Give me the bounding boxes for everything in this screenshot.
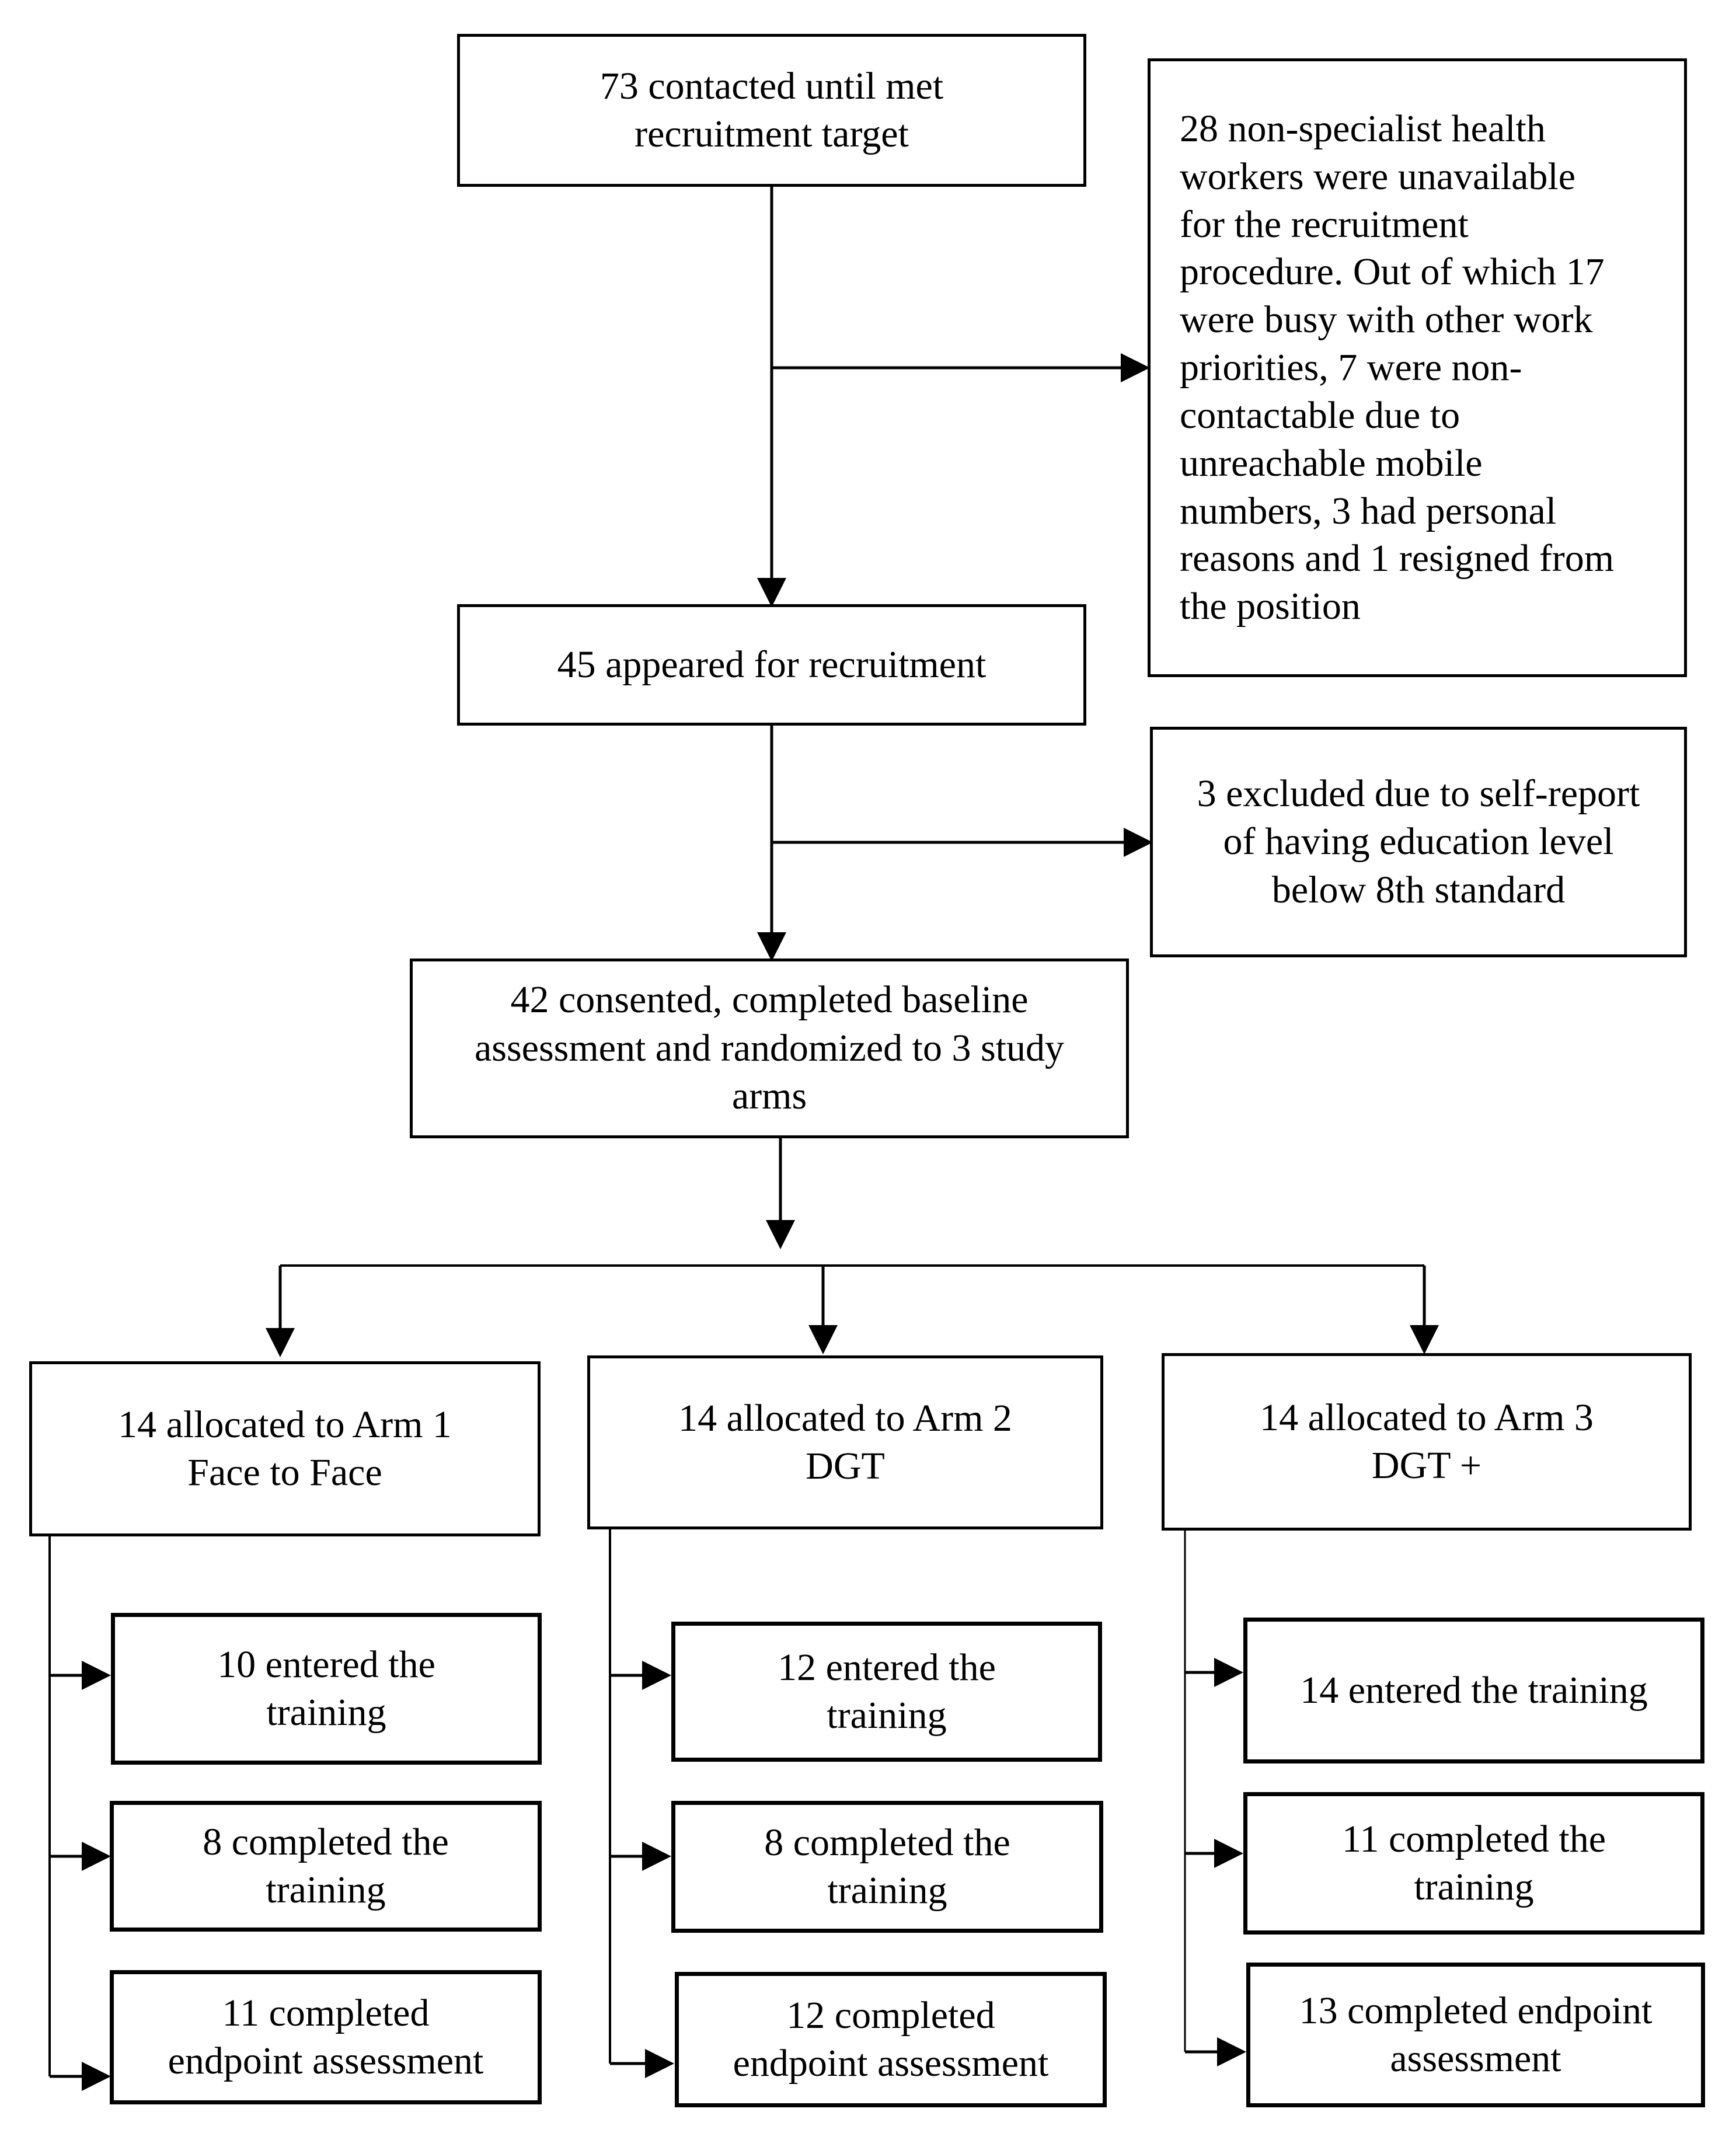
node-arm3-entered-text: 14 entered the training — [1300, 1668, 1648, 1712]
node-excluded: 3 excluded due to self-report of having … — [1150, 727, 1687, 957]
node-arm3-text: 14 allocated to Arm 3 DGT + — [1260, 1396, 1594, 1487]
node-arm3-entered: 14 entered the training — [1243, 1618, 1704, 1763]
node-arm2-entered: 12 entered the training — [671, 1622, 1102, 1762]
node-arm2-endpoint-text: 12 completed endpoint assessment — [733, 1993, 1049, 2085]
node-arm1-endpoint: 11 completed endpoint assessment — [110, 1970, 542, 2104]
node-arm1: 14 allocated to Arm 1 Face to Face — [29, 1361, 541, 1536]
node-consented-text: 42 consented, completed baseline assessm… — [475, 978, 1064, 1118]
node-arm3-endpoint-text: 13 completed endpoint assessment — [1299, 1989, 1653, 2080]
node-arm1-entered: 10 entered the training — [111, 1613, 542, 1765]
node-contacted-text: 73 contacted until met recruitment targe… — [599, 64, 944, 156]
node-arm3-endpoint: 13 completed endpoint assessment — [1246, 1963, 1705, 2107]
node-arm2-completed: 8 completed the training — [671, 1801, 1103, 1933]
node-arm2: 14 allocated to Arm 2 DGT — [587, 1355, 1103, 1529]
node-arm3-completed-text: 11 completed the training — [1341, 1817, 1606, 1909]
node-consented: 42 consented, completed baseline assessm… — [410, 959, 1129, 1138]
node-arm2-endpoint: 12 completed endpoint assessment — [675, 1972, 1107, 2107]
node-arm3-completed: 11 completed the training — [1243, 1792, 1704, 1935]
node-arm1-entered-text: 10 entered the training — [217, 1643, 435, 1734]
node-arm1-text: 14 allocated to Arm 1 Face to Face — [118, 1403, 452, 1494]
node-arm2-entered-text: 12 entered the training — [778, 1646, 996, 1737]
node-arm1-completed-text: 8 completed the training — [203, 1820, 449, 1912]
node-appeared: 45 appeared for recruitment — [457, 604, 1086, 726]
node-arm3: 14 allocated to Arm 3 DGT + — [1162, 1353, 1692, 1531]
node-contacted: 73 contacted until met recruitment targe… — [457, 34, 1086, 187]
node-unavailable: 28 non-specialist health workers were un… — [1148, 58, 1687, 677]
node-arm1-completed: 8 completed the training — [110, 1801, 542, 1932]
node-unavailable-text: 28 non-specialist health workers were un… — [1180, 107, 1615, 628]
node-arm2-text: 14 allocated to Arm 2 DGT — [678, 1396, 1012, 1488]
node-arm1-endpoint-text: 11 completed endpoint assessment — [168, 1991, 484, 2083]
node-excluded-text: 3 excluded due to self-report of having … — [1197, 772, 1640, 911]
node-appeared-text: 45 appeared for recruitment — [557, 643, 986, 686]
node-arm2-completed-text: 8 completed the training — [764, 1821, 1010, 1912]
